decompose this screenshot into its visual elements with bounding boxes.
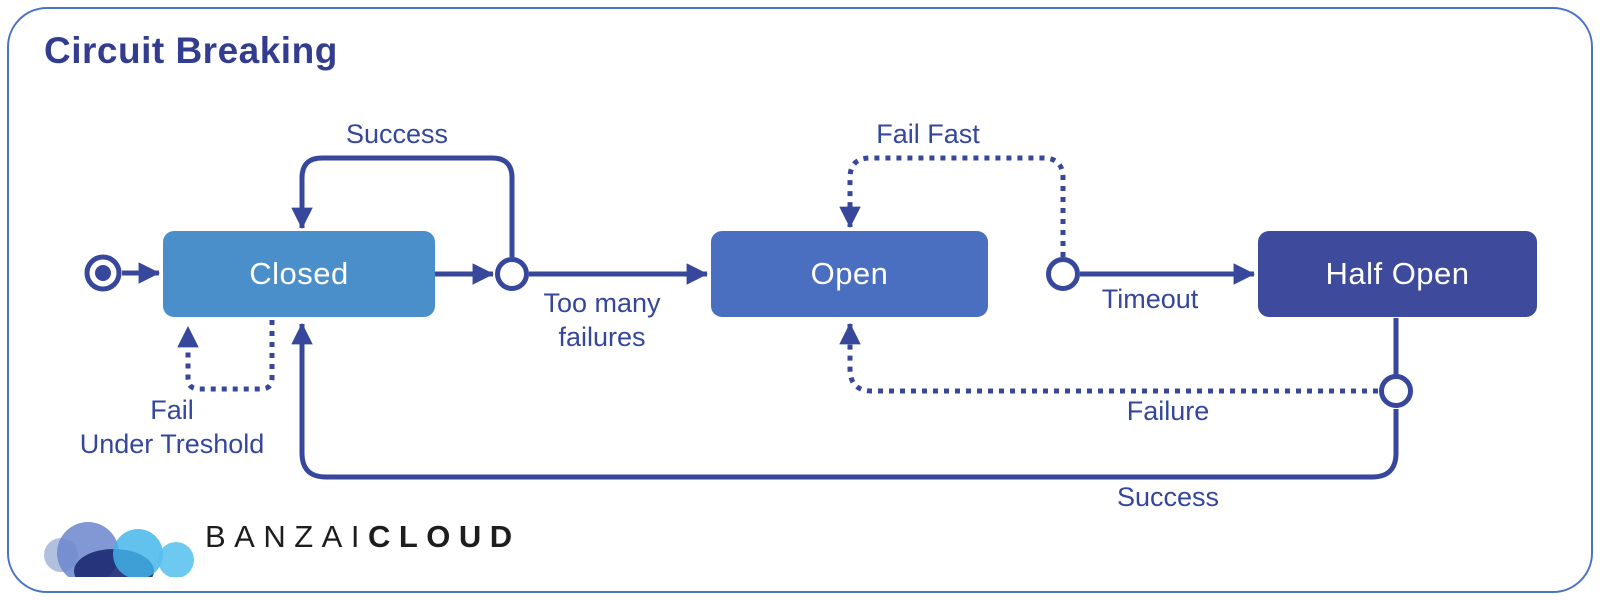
arrow-success-half-open-to-closed <box>291 322 1399 480</box>
state-open-label: Open <box>810 256 889 291</box>
cloud-waves-icon <box>44 522 194 577</box>
label-fail-under-threshold-line2: Under Treshold <box>79 429 265 459</box>
connector-circle-below-half-open <box>1379 374 1413 408</box>
connector-circle-after-closed <box>495 257 529 291</box>
label-success-loop: Success <box>345 119 449 149</box>
initial-state-dot-icon <box>95 265 111 281</box>
logo-wordmark-cloud: CLOUD <box>367 519 521 554</box>
logo-wordmark-banzai: BANZAI <box>205 519 368 554</box>
label-too-many-failures-line1: Too many <box>543 288 661 318</box>
label-timeout: Timeout <box>1101 284 1199 314</box>
label-fail-under-threshold-line1: Fail <box>150 395 194 425</box>
arrow-fail-fast-loop-open <box>839 155 1066 257</box>
label-success-return: Success <box>1116 482 1220 512</box>
state-closed: Closed <box>163 231 435 317</box>
label-fail-under-threshold: Fail Under Treshold <box>80 393 265 461</box>
label-failure: Failure <box>1126 396 1210 426</box>
connector-circle-after-open <box>1046 257 1080 291</box>
state-closed-label: Closed <box>249 256 349 291</box>
page-title: Circuit Breaking <box>44 30 338 71</box>
banzai-cloud-logo: BANZAICLOUD <box>42 503 512 578</box>
state-half-open-label: Half Open <box>1325 256 1470 291</box>
label-fail-fast: Fail Fast <box>876 119 980 149</box>
arrow-success-loop-closed <box>291 155 515 257</box>
arrow-fail-under-threshold-loop-closed <box>177 320 275 392</box>
logo-wordmark: BANZAICLOUD <box>205 519 521 555</box>
label-too-many-failures: Too many failures <box>543 286 660 354</box>
label-too-many-failures-line2: failures <box>558 322 646 352</box>
state-half-open: Half Open <box>1258 231 1537 317</box>
state-open: Open <box>711 231 988 317</box>
arrow-failure-half-open-to-open <box>839 322 1378 394</box>
